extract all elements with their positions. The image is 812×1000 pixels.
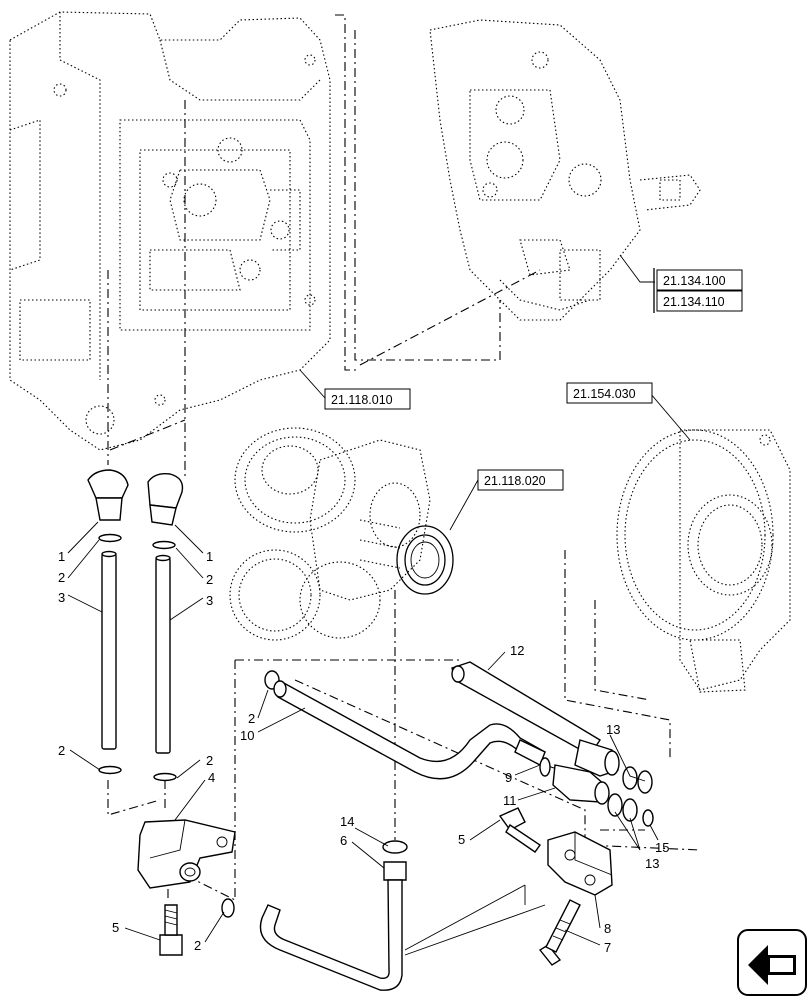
reference-21-118-020[interactable]: 21.118.020 bbox=[477, 469, 564, 491]
callout-6: 6 bbox=[340, 833, 347, 848]
bracket-assembly bbox=[498, 807, 613, 966]
callout-12: 12 bbox=[510, 643, 524, 658]
callout-15: 15 bbox=[655, 840, 669, 855]
reference-label: 21.154.030 bbox=[573, 387, 636, 401]
callout-2: 2 bbox=[206, 572, 213, 587]
previous-page-arrow-icon[interactable] bbox=[737, 929, 807, 996]
gear-assembly bbox=[229, 427, 454, 641]
pipe-assembly-left bbox=[87, 469, 236, 956]
callout-2: 2 bbox=[58, 743, 65, 758]
callout-2: 2 bbox=[206, 753, 213, 768]
pto-housing bbox=[616, 429, 791, 693]
reference-label: 21.134.100 bbox=[663, 274, 726, 288]
callout-3: 3 bbox=[206, 593, 213, 608]
callout-8: 8 bbox=[604, 921, 611, 936]
reference-21-134-100[interactable]: 21.134.100 bbox=[656, 269, 743, 291]
callout-3: 3 bbox=[58, 590, 65, 605]
reference-label: 21.118.020 bbox=[484, 474, 546, 488]
assembly-lines bbox=[107, 14, 701, 901]
leader-lines bbox=[67, 254, 691, 946]
callout-11: 11 bbox=[503, 793, 517, 808]
callout-10: 10 bbox=[240, 728, 254, 743]
callout-4: 4 bbox=[208, 770, 215, 785]
reference-21-154-030[interactable]: 21.154.030 bbox=[566, 382, 653, 404]
callout-5: 5 bbox=[458, 832, 465, 847]
callout-2: 2 bbox=[248, 711, 255, 726]
callout-2: 2 bbox=[58, 570, 65, 585]
reference-21-118-010[interactable]: 21.118.010 bbox=[324, 388, 411, 410]
pipe-assembly-right bbox=[264, 661, 654, 827]
reference-label: 21.118.010 bbox=[331, 393, 393, 407]
callout-1: 1 bbox=[58, 549, 65, 564]
callout-7: 7 bbox=[604, 940, 611, 955]
reference-21-134-110[interactable]: 21.134.110 bbox=[656, 290, 743, 312]
control-valve-assembly bbox=[429, 19, 701, 321]
callout-14: 14 bbox=[340, 814, 354, 829]
reference-label: 21.134.110 bbox=[663, 295, 725, 309]
callouts: 1 2 3 1 2 3 2 2 4 5 2 2 10 12 13 9 11 15… bbox=[58, 549, 669, 955]
callout-5: 5 bbox=[112, 920, 119, 935]
transmission-housing bbox=[9, 11, 331, 451]
callout-9: 9 bbox=[505, 770, 512, 785]
callout-1: 1 bbox=[206, 549, 213, 564]
callout-2: 2 bbox=[194, 938, 201, 953]
lower-hose-assembly bbox=[221, 840, 546, 991]
callout-13: 13 bbox=[645, 856, 659, 871]
callout-13: 13 bbox=[606, 722, 620, 737]
